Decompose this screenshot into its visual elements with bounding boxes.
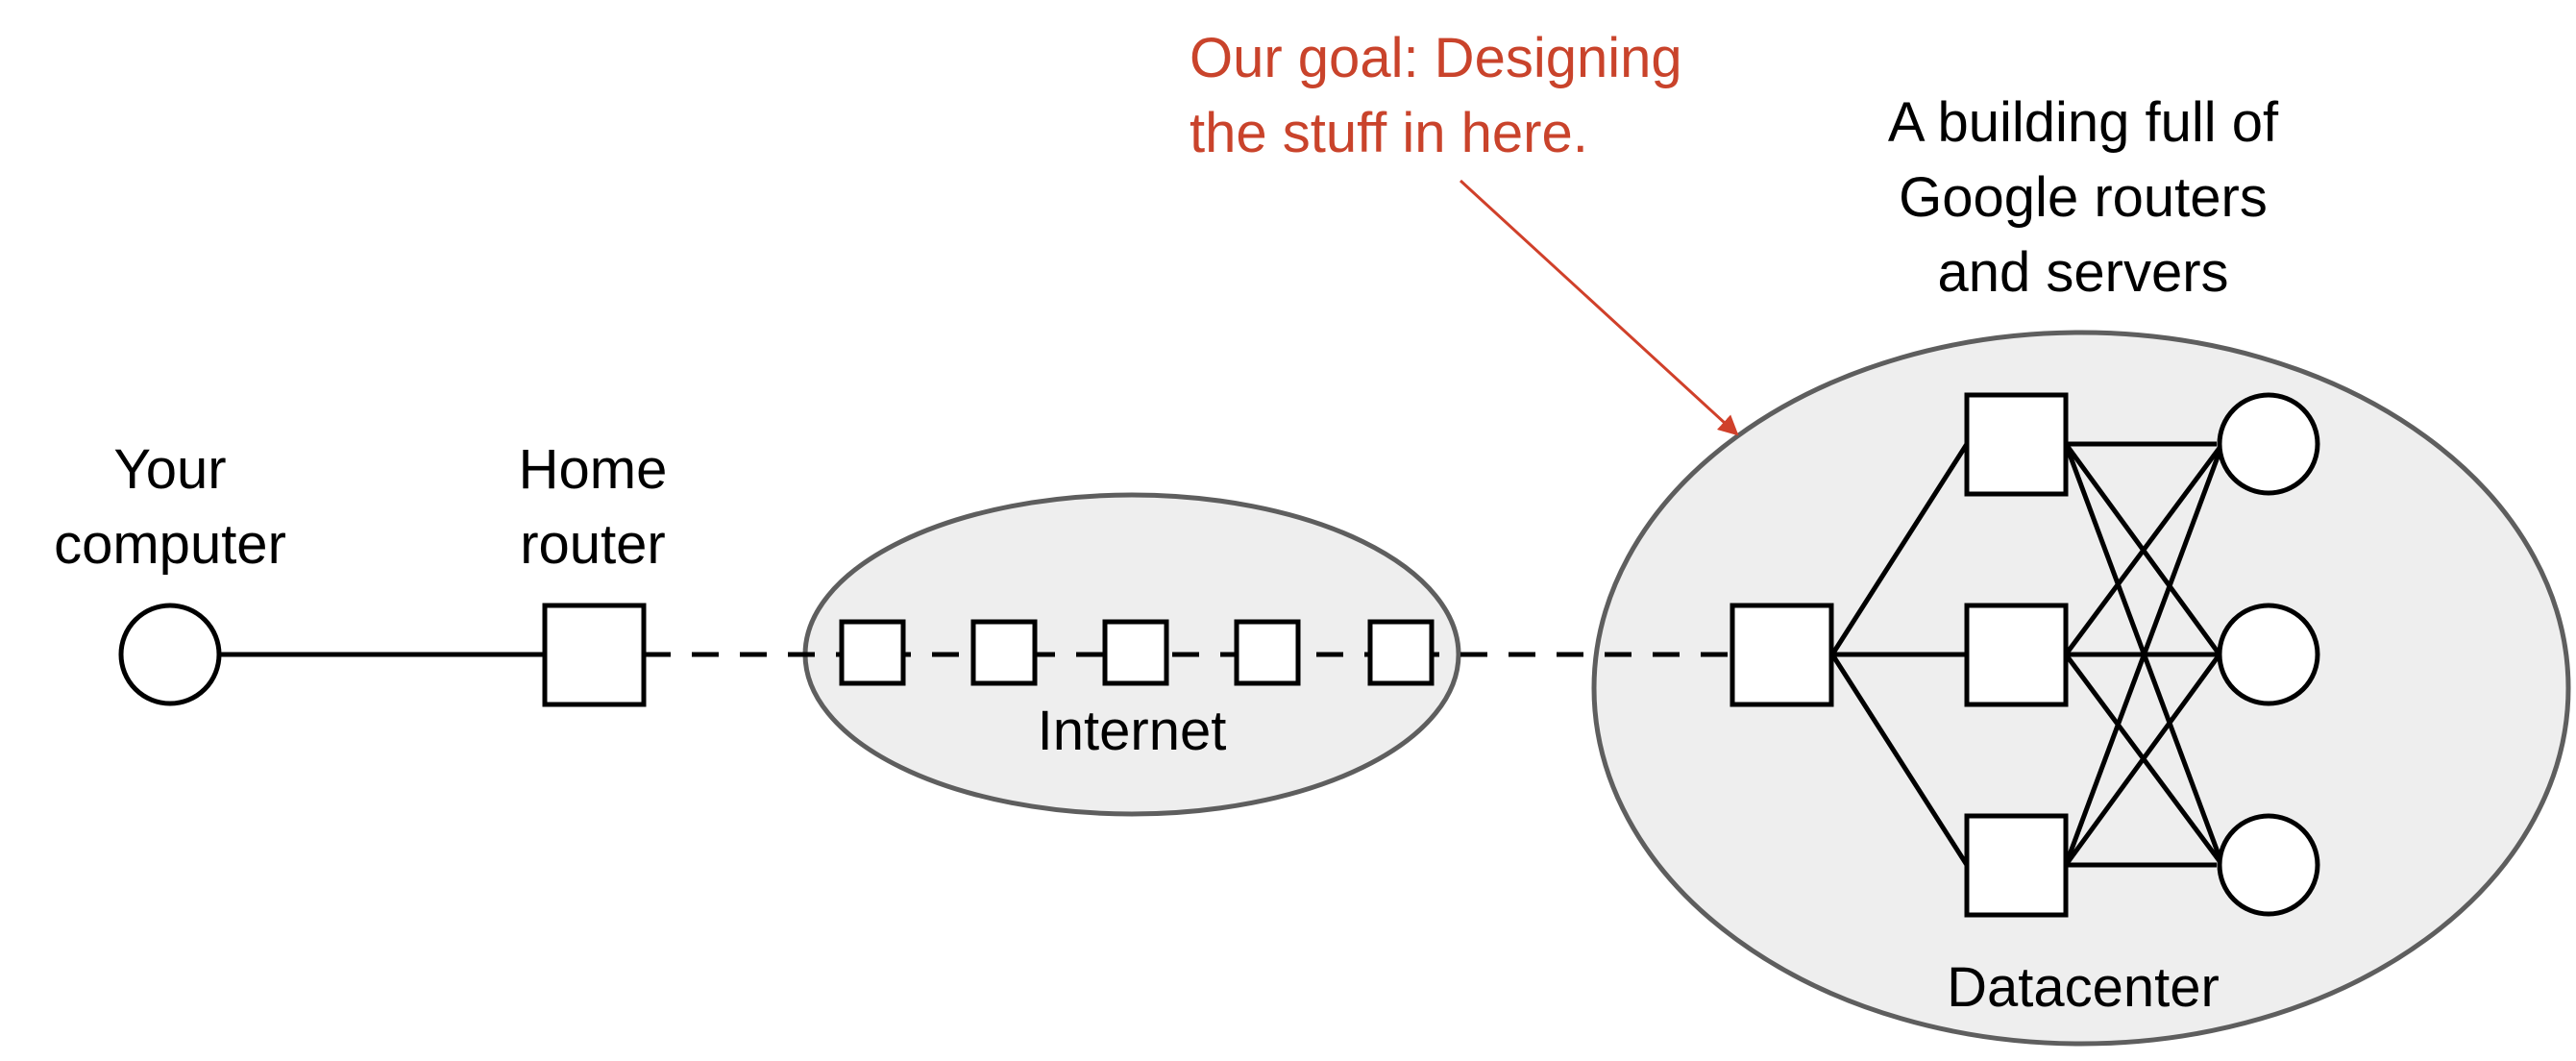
goal-arrow: [1459, 179, 1739, 436]
datacenter-router-middle: [1964, 603, 2069, 707]
goal-label-line2: the stuff in here.: [1190, 102, 1588, 164]
your-computer-label-line1: Your: [113, 438, 226, 501]
goal-label-line1: Our goal: Designing: [1190, 27, 1682, 89]
datacenter-server-middle: [2217, 603, 2320, 706]
datacenter-router-top: [1964, 392, 2069, 497]
building-label-line1: A building full of: [1888, 91, 2279, 154]
home-router-label-line1: Home: [519, 438, 668, 501]
internet-router-node: [1367, 619, 1435, 686]
internet-router-node: [1234, 619, 1301, 686]
dc-link: [1829, 653, 1970, 867]
building-label-line3: and servers: [1937, 241, 2228, 304]
home-router-label-line2: router: [520, 513, 666, 576]
internet-router-node: [839, 619, 906, 686]
dc-link: [2063, 442, 2225, 656]
datacenter-server-top: [2217, 392, 2320, 496]
internet-label: Internet: [1038, 700, 1227, 762]
your-computer-label-line2: computer: [54, 513, 286, 576]
building-label-line2: Google routers: [1899, 166, 2268, 229]
internet-router-node: [1102, 619, 1169, 686]
home-router-node: [542, 603, 647, 707]
internet-router-node: [970, 619, 1038, 686]
datacenter-router-bottom: [1964, 813, 2069, 918]
dc-link: [2063, 653, 2222, 867]
datacenter-label: Datacenter: [1947, 956, 2220, 1019]
dc-link: [1829, 442, 1970, 656]
datacenter-server-bottom: [2217, 813, 2320, 917]
datacenter-cloud: [1591, 330, 2571, 1047]
datacenter-entry-router: [1730, 603, 1834, 707]
your-computer-node: [118, 603, 222, 706]
dc-link: [2063, 443, 2225, 866]
